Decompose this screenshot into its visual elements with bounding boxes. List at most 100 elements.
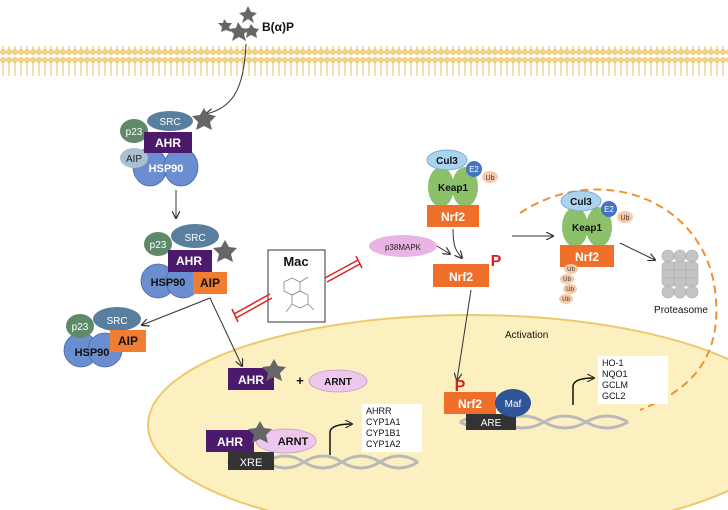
keap1-label: Keap1	[438, 183, 468, 194]
cell-membrane	[0, 46, 728, 76]
inhibition-mac-to-p38mapk	[324, 255, 363, 283]
p38mapk-kinase	[369, 235, 437, 257]
activation-label: Activation	[505, 330, 548, 341]
arnt-label: ARNT	[324, 377, 352, 388]
e2-label: E2	[469, 165, 479, 174]
aip-label: AIP	[118, 334, 138, 348]
proteasome-icon	[661, 249, 699, 299]
gene-label: CYP1A2	[366, 439, 401, 449]
keap1-subunit	[428, 167, 454, 207]
dna-xre: XRE ARNT AHR	[206, 421, 419, 470]
ahr-subunit	[206, 430, 254, 452]
ligand-star	[213, 240, 237, 262]
ligand-star	[262, 359, 286, 381]
cul3-label: Cul3	[570, 197, 592, 208]
nrf2-subunit	[444, 392, 496, 414]
aip-subunit	[110, 330, 146, 352]
released-chaperone-complex: HSP90 p23 SRC AIP	[63, 307, 146, 368]
ahr-ligand-bound-complex: HSP90 p23 SRC AHR AIP	[140, 224, 237, 299]
gene-label: CYP1A1	[366, 417, 401, 427]
src-subunit	[93, 307, 141, 331]
keap1-subunit	[586, 207, 612, 247]
ahr-label: AHR	[155, 136, 181, 150]
p23-subunit	[66, 314, 94, 338]
ahr-label: AHR	[238, 373, 264, 387]
benzo-a-pyrene-ligand: B(α)P	[218, 6, 294, 41]
keap1-subunit	[562, 207, 588, 247]
aip-subunit	[193, 272, 227, 294]
maf-subunit	[495, 389, 531, 417]
nucleus	[147, 314, 728, 510]
e2-subunit	[601, 201, 617, 217]
xre-element	[228, 452, 274, 470]
gene-label: NQO1	[602, 369, 628, 379]
nrf2-label: Nrf2	[441, 210, 465, 224]
keap1-label: Keap1	[572, 223, 602, 234]
nrf2-label: Nrf2	[449, 270, 473, 284]
aip-label: AIP	[126, 154, 142, 165]
mac-inhibitor: Mac	[267, 249, 326, 323]
src-subunit	[147, 111, 193, 131]
ahr-label: AHR	[217, 435, 243, 449]
arrow-nrf2-to-nucleus	[457, 289, 472, 380]
p23-subunit	[120, 119, 148, 143]
proteasome-label: Proteasome	[654, 305, 708, 316]
ub-subunit	[482, 171, 498, 183]
ub-chain-label: Ub	[563, 277, 571, 283]
activation-dashed-path	[519, 188, 718, 411]
arrow-to-nucleus	[209, 297, 242, 366]
p23-label: p23	[126, 127, 143, 138]
gene-label: GCLM	[602, 380, 629, 390]
ub-chain-item	[564, 264, 578, 274]
aip-subunit	[120, 148, 148, 168]
nrf2-subunit	[427, 205, 479, 227]
nrf2-label: Nrf2	[575, 250, 599, 264]
arnt-label: ARNT	[278, 436, 309, 448]
mac-label: Mac	[283, 254, 308, 269]
ahr-label: AHR	[176, 254, 202, 268]
ub-label: Ub	[621, 215, 630, 222]
hsp90-label: HSP90	[151, 277, 186, 289]
gene-label: AHRR	[366, 406, 392, 416]
hsp90-label: HSP90	[75, 347, 110, 359]
cul3-subunit	[560, 190, 602, 212]
e2-subunit	[466, 161, 482, 177]
xre-label: XRE	[240, 457, 263, 469]
maf-label: Maf	[505, 399, 522, 410]
dna-are: ARE Nrf2 P Maf	[444, 378, 629, 430]
p23-label: p23	[150, 240, 167, 251]
ligand-label: B(α)P	[262, 20, 294, 34]
ahr-cytoplasmic-complex: HSP90 AIP p23 SRC AHR	[120, 108, 216, 187]
ub-label: Ub	[486, 175, 495, 182]
ub-chain-label: Ub	[567, 267, 575, 273]
are-label: ARE	[481, 418, 502, 429]
ahr-target-gene-list: AHRR CYP1A1 CYP1B1 CYP1A2	[362, 404, 422, 452]
nrf2-subunit	[560, 245, 614, 267]
arrow-p38-to-nrf2	[436, 245, 450, 254]
keap1-subunit	[452, 167, 478, 207]
ligand-star	[192, 108, 216, 130]
nrf2-label: Nrf2	[458, 397, 482, 411]
nrf2-target-gene-list: HO-1 NQO1 GCLM GCL2	[598, 356, 668, 404]
mac-structure-icon	[283, 276, 315, 313]
phosphate-label: P	[455, 378, 466, 395]
src-label: SRC	[184, 233, 205, 244]
ub-chain-label: Ub	[562, 297, 570, 303]
p38mapk-label: p38MAPK	[385, 243, 422, 252]
cul3-subunit	[426, 149, 468, 171]
phospho-nrf2: Nrf2 P	[433, 253, 502, 287]
inhibition-mac-to-ahr	[231, 293, 273, 323]
ahr-arnt-assembly: AHR + ARNT	[228, 359, 368, 393]
aip-label: AIP	[200, 276, 220, 290]
nrf2-subunit	[433, 264, 489, 287]
hsp90-label: HSP90	[149, 163, 184, 175]
gene-label: CYP1B1	[366, 428, 401, 438]
gene-label: HO-1	[602, 358, 624, 368]
mac-inhibitor-box	[267, 249, 326, 323]
arrow-to-proteasome	[619, 242, 655, 260]
p23-subunit	[144, 232, 172, 256]
phosphate-label: P	[491, 253, 502, 270]
transcription-arrow-nrf2	[572, 378, 594, 405]
